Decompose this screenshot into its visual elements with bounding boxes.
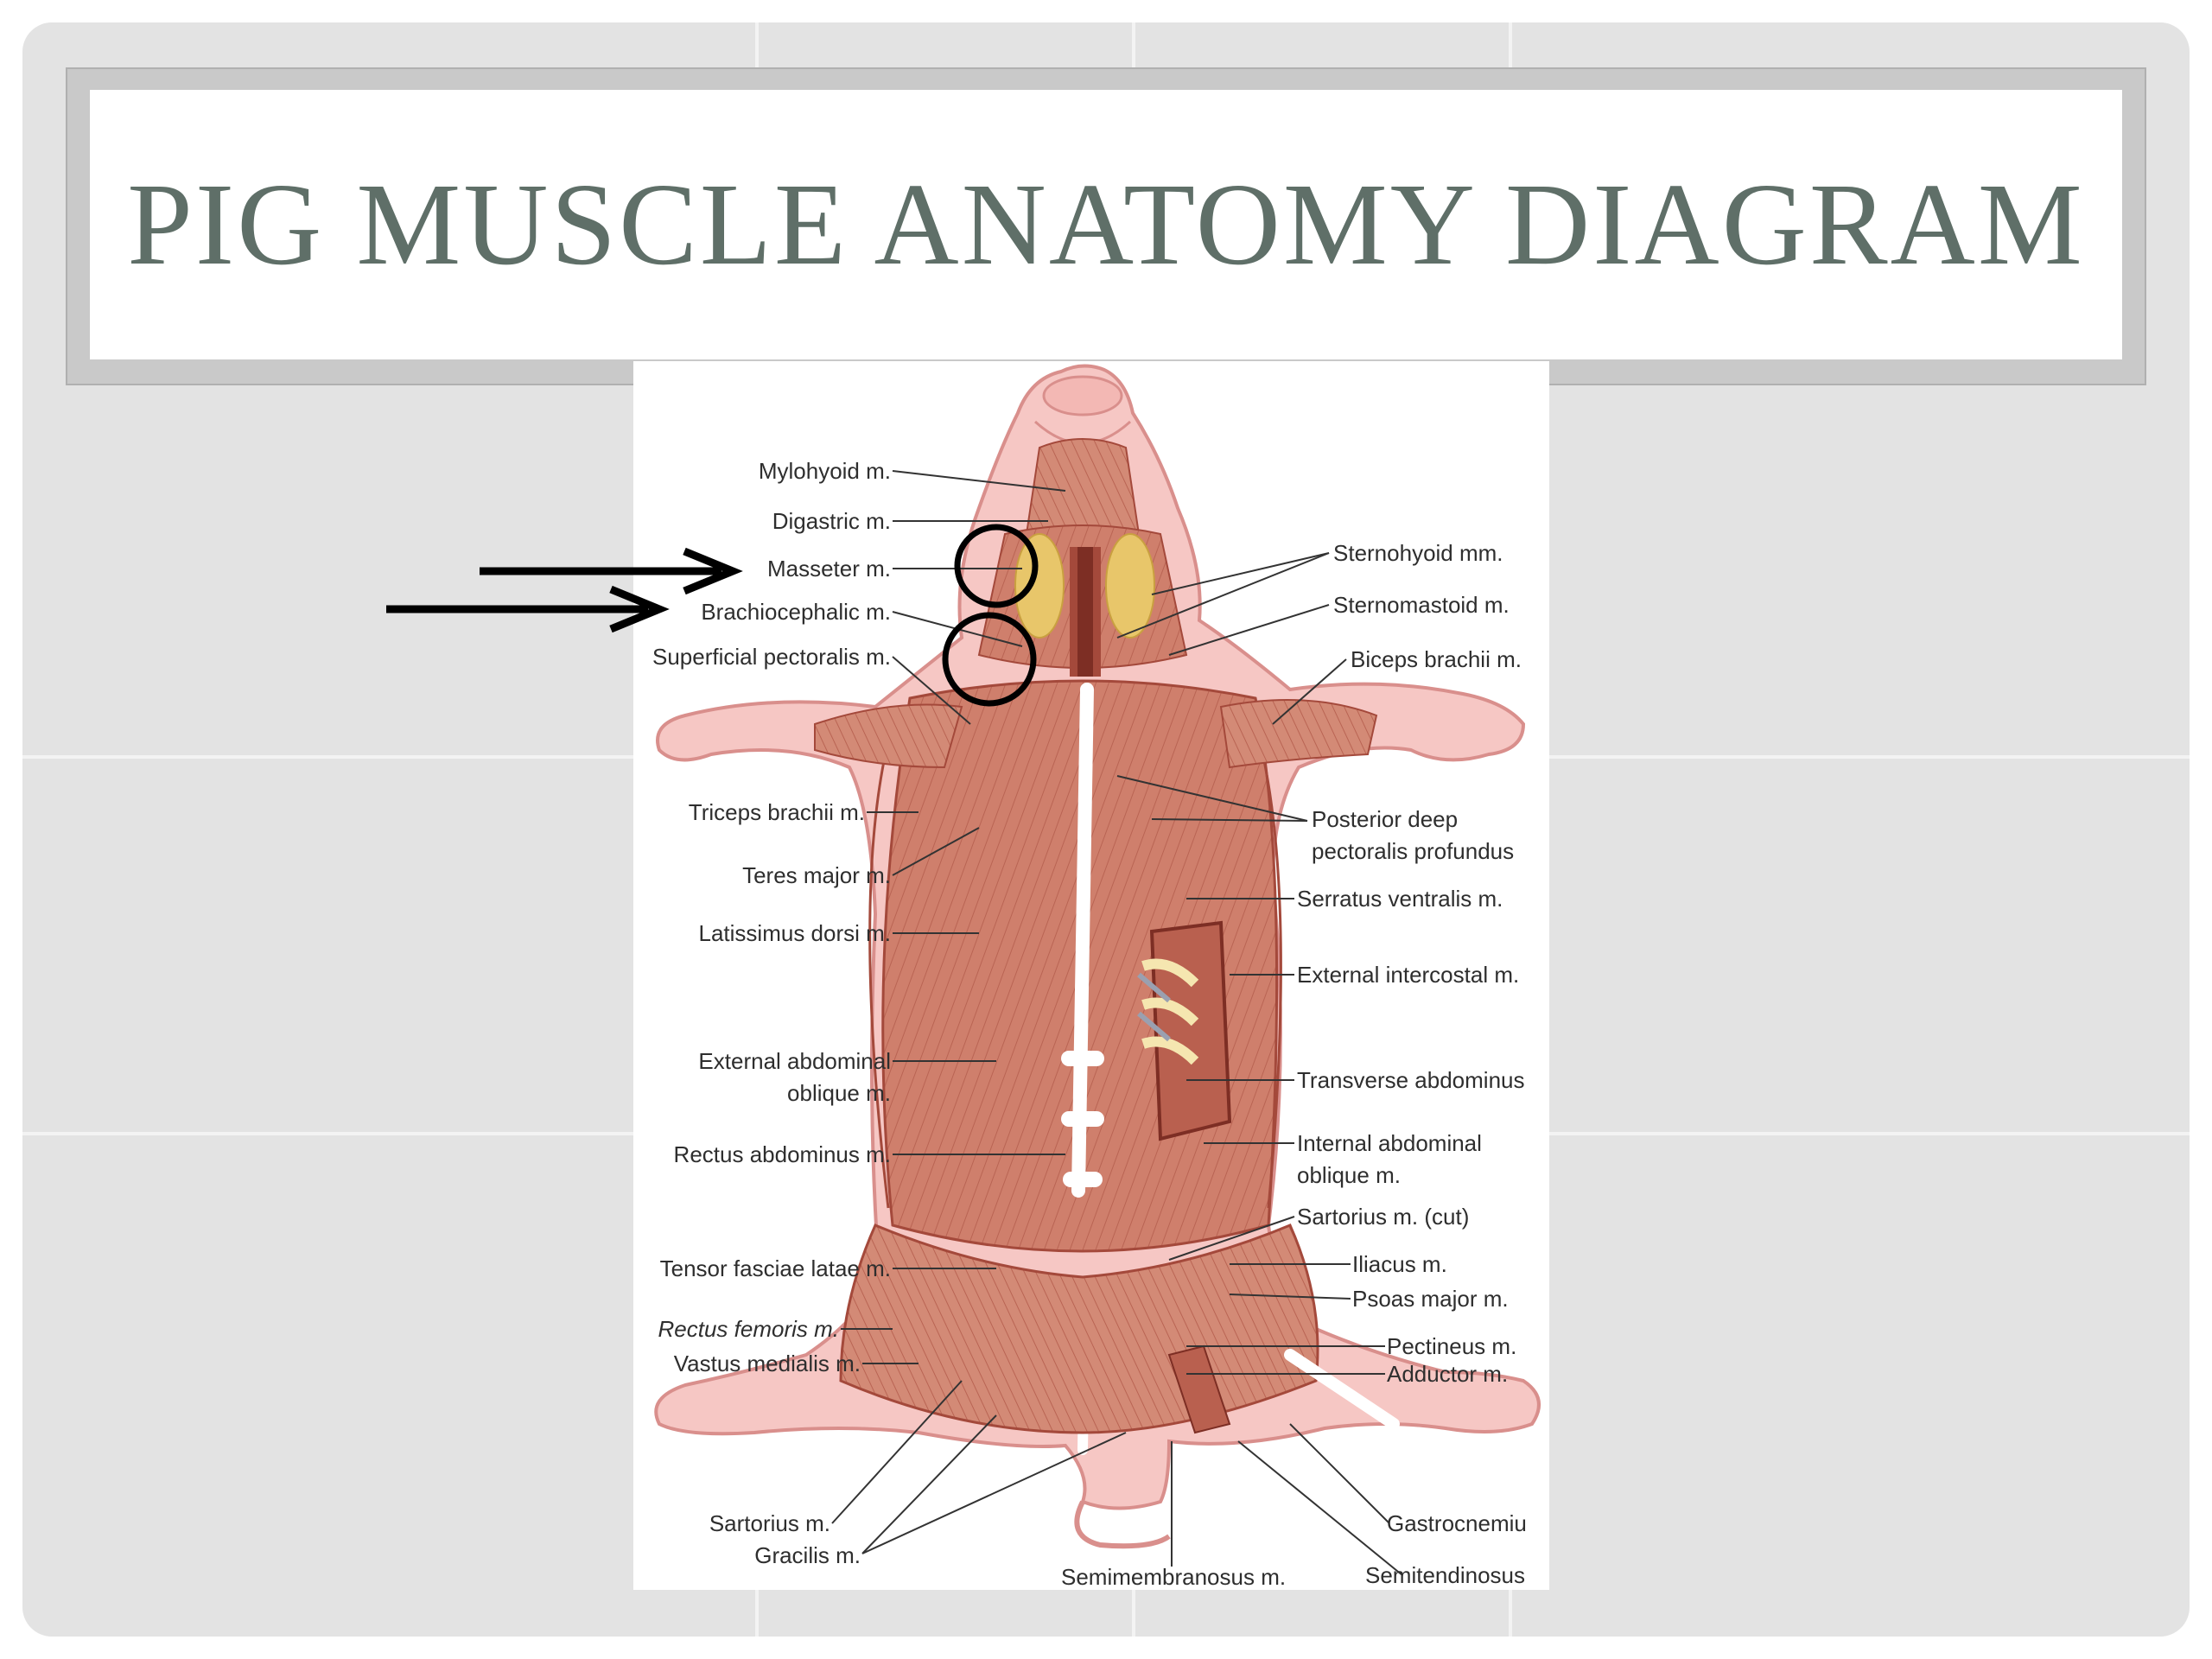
- label-sartorius-cut: Sartorius m. (cut): [1297, 1204, 1470, 1230]
- title-box: Pig Muscle Anatomy Diagram: [90, 90, 2122, 359]
- label-mylohyoid: Mylohyoid m.: [758, 458, 891, 484]
- label-external-intercostal: External intercostal m.: [1297, 962, 1520, 988]
- label-iliacus: Iliacus m.: [1352, 1251, 1447, 1277]
- label-latissimus-dorsi: Latissimus dorsi m.: [698, 920, 892, 946]
- label-brachiocephalic: Brachiocephalic m.: [701, 599, 891, 625]
- label-superficial-pectoralis: Superficial pectoralis m.: [652, 644, 891, 670]
- label-serratus-ventralis: Serratus ventralis m.: [1297, 886, 1503, 912]
- label-adductor: Adductor m.: [1387, 1361, 1509, 1387]
- diagram-panel: Mylohyoid m. Digastric m. Masseter m. Br…: [633, 361, 1549, 1590]
- label-internal-abdominal: Internal abdominal: [1297, 1130, 1482, 1156]
- pig-illustration: [654, 364, 1541, 1576]
- hind-limb-muscles: [839, 1224, 1400, 1434]
- label-external-abdominal: External abdominal: [698, 1048, 891, 1074]
- label-semitendinosus: Semitendinosus: [1365, 1562, 1525, 1588]
- label-teres-major: Teres major m.: [742, 862, 891, 888]
- slide-title: Pig Muscle Anatomy Diagram: [127, 160, 2085, 289]
- label-biceps-brachii: Biceps brachii m.: [1351, 646, 1522, 672]
- label-sartorius: Sartorius m.: [709, 1510, 830, 1536]
- label-triceps-brachii: Triceps brachii m.: [688, 799, 865, 825]
- label-digastric: Digastric m.: [772, 508, 891, 534]
- label-masseter: Masseter m.: [766, 556, 891, 582]
- leader-lines: [831, 470, 1403, 1576]
- label-pectoralis-profundus: pectoralis profundus: [1312, 838, 1515, 864]
- label-rectus-abdominus: Rectus abdominus m.: [673, 1141, 891, 1167]
- label-sternohyoid: Sternohyoid mm.: [1333, 540, 1503, 566]
- label-pectineus: Pectineus m.: [1387, 1333, 1517, 1359]
- label-vastus-medialis: Vastus medialis m.: [673, 1351, 861, 1376]
- label-tensor-fasciae-latae: Tensor fasciae latae m.: [659, 1255, 891, 1281]
- label-gastrocnemius: Gastrocnemiu: [1387, 1510, 1527, 1536]
- label-external-abdominal-oblique: oblique m.: [787, 1080, 891, 1106]
- label-rectus-femoris: Rectus femoris m.: [658, 1316, 840, 1342]
- pig-tail: [1074, 1500, 1171, 1549]
- label-transverse-abdominus: Transverse abdominus: [1297, 1067, 1525, 1093]
- label-gracilis: Gracilis m.: [754, 1542, 861, 1568]
- label-internal-abdominal-oblique: oblique m.: [1297, 1162, 1401, 1188]
- label-semimembranosus: Semimembranosus m.: [1061, 1564, 1287, 1590]
- label-psoas-major: Psoas major m.: [1352, 1286, 1509, 1312]
- label-sternomastoid: Sternomastoid m.: [1333, 592, 1510, 618]
- label-posterior-deep: Posterior deep: [1312, 806, 1459, 832]
